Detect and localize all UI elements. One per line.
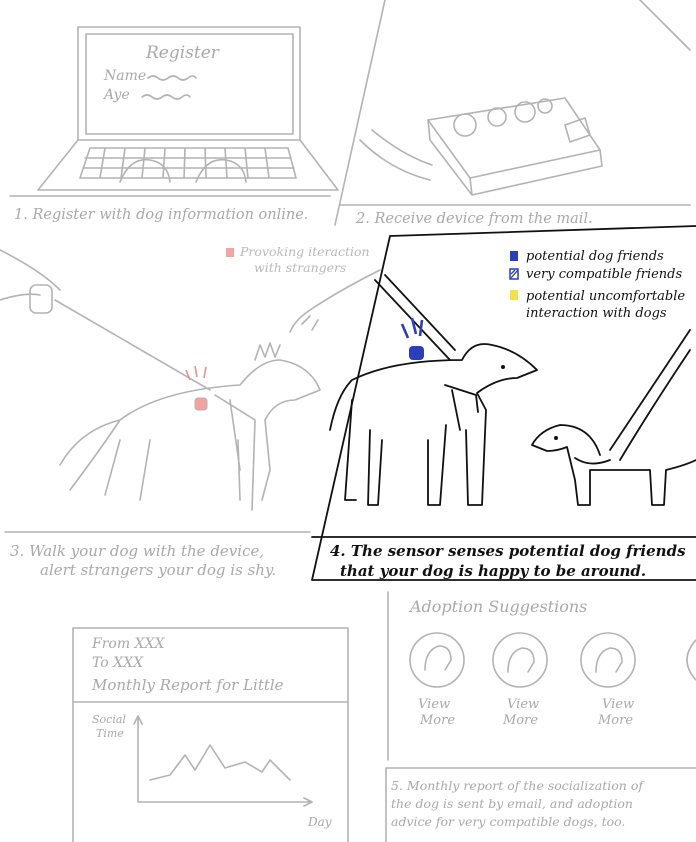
keyboard [80,148,296,178]
legend-swatch-uncomfortable [510,290,518,300]
red-sensor-signal [186,366,206,380]
legend-label-compatible: very compatible friends [526,267,682,282]
red-sensor [195,398,207,410]
dog-face-3 [596,648,622,672]
caption-3-line2: alert strangers your dog is shy. [40,561,276,579]
email-from: From XXX [91,636,165,652]
provoking-legend-line1: Provoking iteraction [239,244,370,259]
adoption-dog-2[interactable] [493,633,547,687]
view-more-button-2[interactable]: View More [502,697,539,728]
provoking-legend-swatch [226,248,234,257]
chart-ylabel-line1: Social [92,713,126,726]
legend-swatch-friends [510,251,518,261]
caption-4-line1: 4. The sensor senses potential dog frien… [330,542,686,560]
panel-2-receive: 2. Receive device from the mail. [335,0,690,227]
view-more-2-line1: View [507,697,539,712]
view-more-1-line2: More [419,713,455,728]
adoption-dog-4-partial [687,640,696,680]
device-1 [454,114,476,136]
dog-face-1 [425,646,451,670]
legend-label-uncomfortable-2: interaction with dogs [526,306,667,321]
adoption-title: Adoption Suggestions [408,597,587,616]
register-title: Register [145,43,220,63]
small-dog-eye [554,436,558,440]
dog-harness [215,395,255,510]
social-time-line [150,745,290,780]
small-dog-leash [610,330,690,460]
view-more-button-3[interactable]: View More [597,697,634,728]
chart-axes [134,716,312,806]
owner-hand [30,285,52,313]
view-more-2-line2: More [502,713,538,728]
panel-2-corner [640,0,690,50]
keyboard-keys [83,148,294,182]
panel-2-border [335,0,385,225]
caption-4-line2: that your dog is happy to be around. [340,562,646,580]
happy-big-dog [330,344,537,505]
panel-4-sensor: potential dog friends very compatible fr… [312,226,696,580]
email-to: To XXX [92,655,144,671]
caption-5-line1: 5. Monthly report of the socialization o… [391,778,645,793]
dog-face-2 [508,648,534,672]
view-more-3-line2: More [597,713,633,728]
blue-sensor [409,346,424,360]
view-more-1-line1: View [418,697,450,712]
caption-3-line1: 3. Walk your dog with the device, [10,542,264,560]
big-dog-eye [501,365,505,369]
name-field-squiggle [148,76,196,80]
device-2 [488,108,506,126]
name-field-label: Name [103,68,146,84]
caption-5-line3: advice for very compatible dogs, too. [391,814,625,829]
mail-box-side [428,120,602,195]
view-more-button-1[interactable]: View More [418,697,455,728]
panel-1-register: Register Name Aye 1. Register with dog i… [10,27,338,223]
legend-label-friends: potential dog friends [526,249,664,264]
shy-dog [60,360,320,500]
adoption-dog-3[interactable] [581,633,635,687]
panel-5-report: From XXX To XXX Monthly Report for Littl… [73,592,696,842]
adoption-dog-1[interactable] [410,633,464,687]
small-dog-collar [575,458,610,464]
email-subject: Monthly Report for Little [91,676,284,694]
view-more-3-line1: View [602,697,634,712]
age-field-squiggle [142,95,190,99]
caption-5-line2: the dog is sent by email, and adoption [391,796,633,811]
caption-2: 2. Receive device from the mail. [355,211,593,227]
chart-xlabel: Day [307,815,332,829]
caption-1: 1. Register with dog information online. [14,207,308,223]
stranger-hand [290,270,380,332]
mail-box [428,98,600,178]
leash [55,300,210,390]
provoking-legend-line2: with strangers [254,260,346,275]
big-dog-harness [445,385,478,430]
age-field-label: Aye [102,87,130,103]
chart-ylabel-line2: Time [96,727,124,740]
legend-label-uncomfortable-1: potential uncomfortable [526,289,685,304]
dog-hair-raised [255,343,280,360]
receiving-arm [360,130,432,180]
